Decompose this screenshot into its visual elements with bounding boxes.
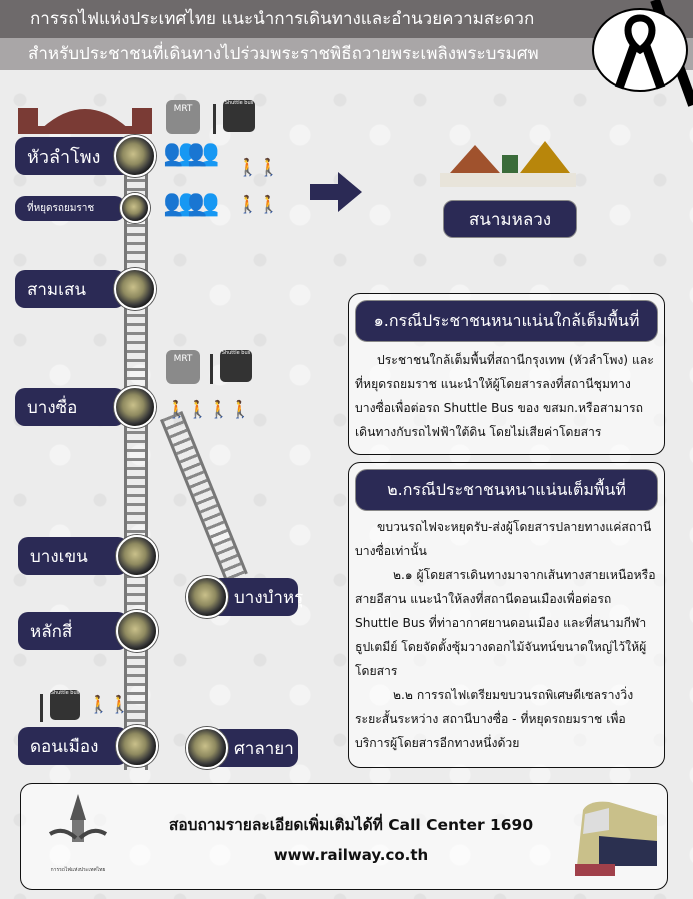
arrow-right-icon (310, 172, 362, 212)
bus-stop-icon: Shuttle bus (210, 350, 252, 384)
train-icon (114, 386, 156, 428)
call-center-text: สอบถามรายละเอียดเพิ่มเติมได้ที่ Call Cen… (168, 816, 534, 834)
case2-panel: ๒.กรณีประชาชนหนาแน่นเต็มพื้นที่ ขบวนรถไฟ… (348, 462, 665, 768)
destination-sanam-luang: สนามหลวง (443, 200, 577, 238)
station-sam-sen: สามเสน (15, 270, 125, 308)
case2-intro: ขบวนรถไฟจะหยุดรับ-ส่งผู้โดยสารปลายทางแค่… (355, 520, 652, 558)
train-icon (116, 535, 158, 577)
case1-text: ประชาชนใกล้เต็มพื้นที่สถานีกรุงเทพ (หัวล… (355, 353, 654, 439)
mrt-icon: MRT (166, 350, 200, 384)
railway-track-main (124, 170, 148, 770)
hua-lamphong-station-icon (18, 108, 152, 134)
case1-title: ๑.กรณีประชาชนหนาแน่นใกล้เต็มพื้นที่ (355, 300, 658, 342)
train-icon (116, 725, 158, 767)
railway-track-branch (160, 411, 248, 583)
srt-logo: การรถไฟแห่งประเทศไทย (43, 792, 113, 882)
mrt-icon: MRT (166, 100, 200, 134)
walking-people-icon: 🚶🚶 (237, 158, 280, 178)
temple-icon (440, 141, 576, 187)
station-lak-si: หลักสี่ (18, 612, 128, 650)
website-link[interactable]: www.railway.co.th (273, 846, 429, 864)
bus-stop-icon: Shuttle bus (213, 100, 255, 134)
case1-panel: ๑.กรณีประชาชนหนาแน่นใกล้เต็มพื้นที่ ประช… (348, 293, 665, 455)
header-title: การรถไฟแห่งประเทศไทย แนะนำการเดินทางและอ… (0, 0, 693, 38)
locomotive-icon (575, 801, 657, 876)
black-ribbon-icon (592, 8, 688, 92)
train-icon (186, 576, 228, 618)
station-yommarat: ที่หยุดรถยมราช (15, 196, 125, 221)
train-icon (120, 193, 150, 223)
case2-item1: ๒.๑ ผู้โดยสารเดินทางมาจากเส้นทางสายเหนือ… (355, 568, 656, 678)
header-subtitle: สำหรับประชาชนที่เดินทางไปร่วมพระราชพิธีถ… (0, 38, 693, 70)
station-bang-khen: บางเขน (18, 537, 128, 575)
case2-item2: ๒.๒ การรถไฟเตรียมขบวนรถพิเศษดีเซลรางวิ่ง… (355, 688, 634, 750)
station-don-mueang: ดอนเมือง (18, 727, 128, 765)
station-bang-sue: บางซื่อ (15, 388, 125, 426)
walking-people-icon: 🚶🚶 (88, 695, 131, 715)
crowd-icon: 👥👥 (163, 138, 220, 168)
train-icon (186, 727, 228, 769)
train-icon (116, 610, 158, 652)
walking-people-icon: 🚶🚶🚶🚶 (166, 400, 251, 420)
case2-title: ๒.กรณีประชาชนหนาแน่นเต็มพื้นที่ (355, 469, 658, 511)
train-icon (114, 135, 156, 177)
station-hua-lamphong: หัวลำโพง (15, 137, 133, 175)
crowd-icon: 👥👥 (163, 188, 220, 218)
footer-panel: การรถไฟแห่งประเทศไทย สอบถามรายละเอียดเพิ… (20, 783, 668, 890)
walking-people-icon: 🚶🚶 (237, 195, 280, 215)
train-icon (114, 268, 156, 310)
bus-stop-icon: Shuttle bus (40, 690, 82, 722)
